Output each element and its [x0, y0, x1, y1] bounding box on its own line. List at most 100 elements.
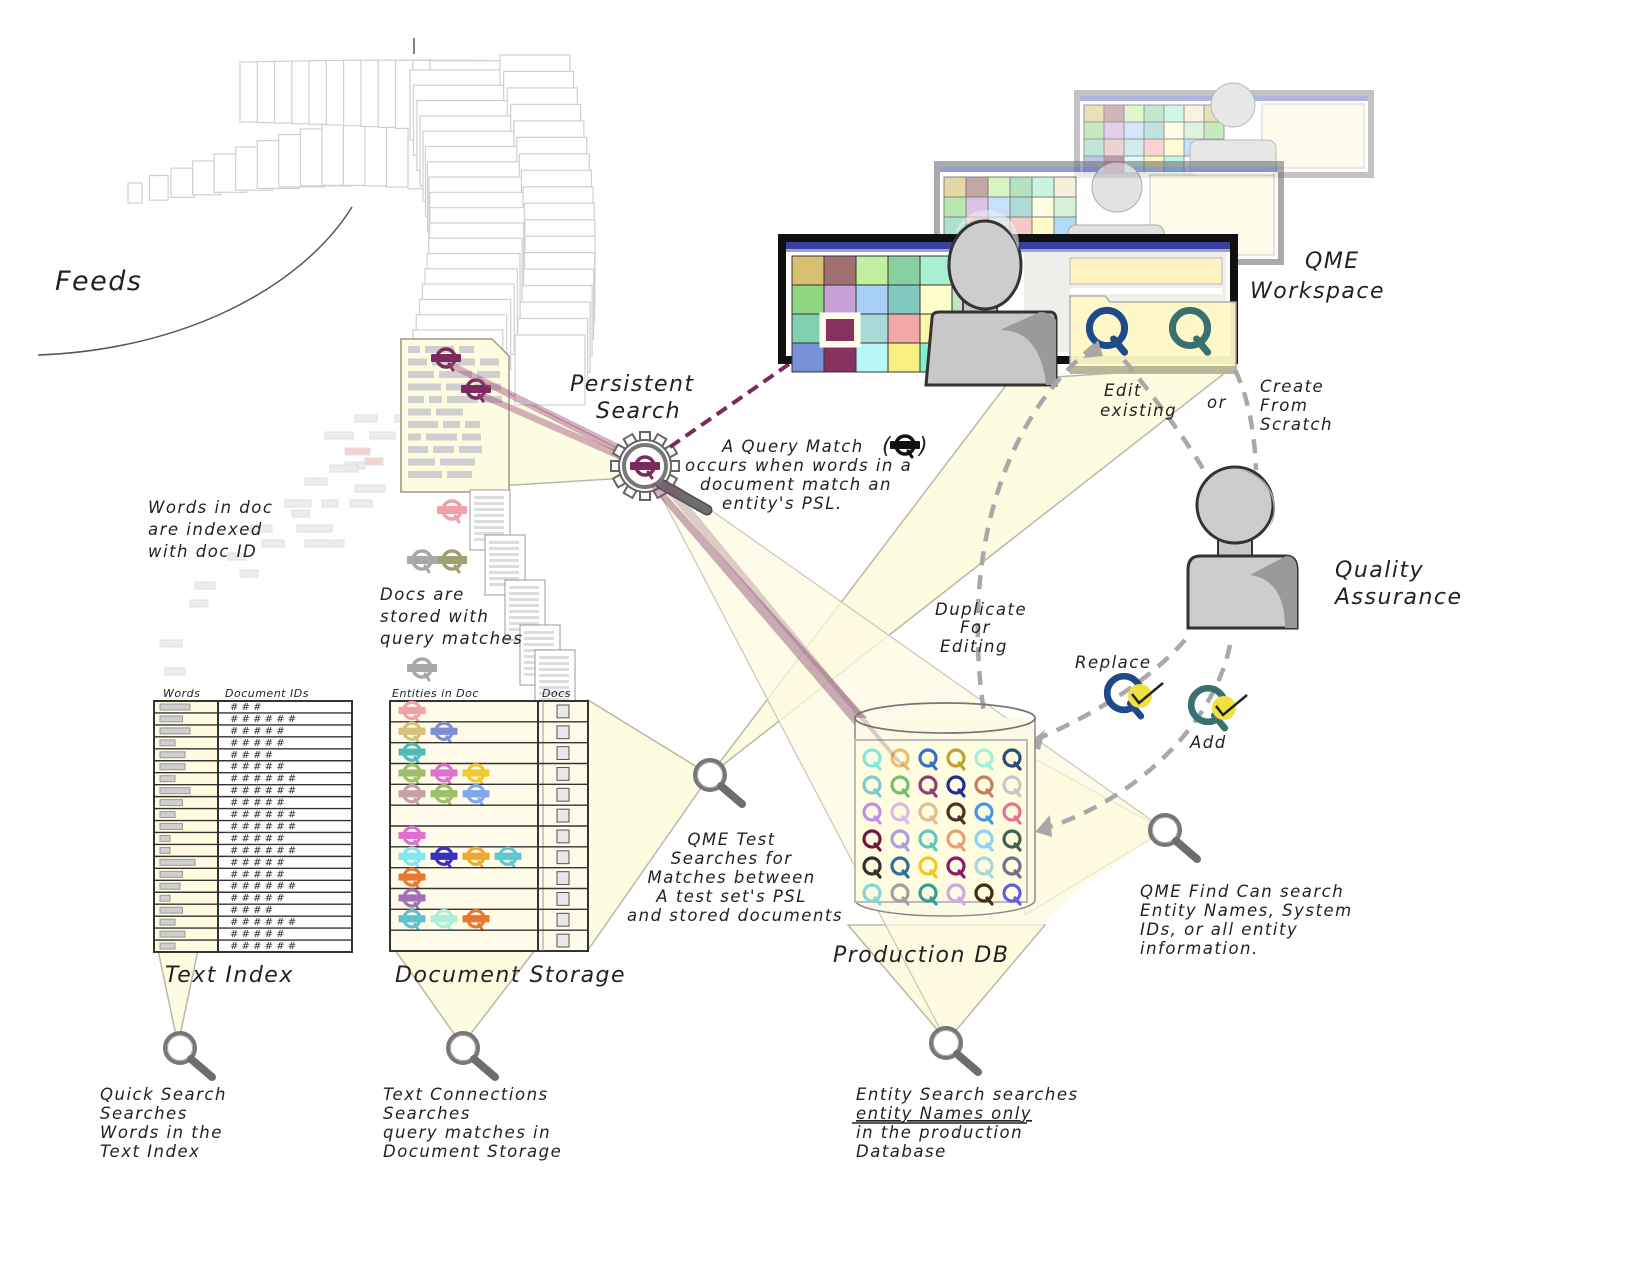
indexed-word — [159, 799, 183, 807]
text-line — [408, 446, 428, 453]
stored-doc-icon — [556, 871, 570, 886]
replace-label: Replace — [1075, 653, 1152, 672]
duplicate-for-editing-label: Duplicate For Editing — [935, 600, 1034, 656]
entity-cell — [1123, 138, 1145, 157]
document-id-list: # # # # # — [230, 762, 285, 773]
document-storage-label: Document Storage — [395, 963, 626, 988]
indexed-word — [159, 834, 171, 842]
word-fragment — [296, 524, 333, 533]
word-fragment — [354, 484, 386, 493]
or-label: or — [1207, 393, 1227, 412]
qme-find-magnifier-icon — [1150, 815, 1197, 859]
document-id-list: # # # # # — [230, 798, 285, 809]
entity-cell — [791, 313, 825, 344]
document-id-list: # # # # # # — [230, 881, 296, 892]
feed-page — [514, 334, 586, 406]
match-icon — [405, 657, 439, 682]
qme-workspace-label: QME Workspace — [1250, 249, 1385, 304]
entity-cell — [855, 342, 889, 373]
document-id-list: # # # # # — [230, 869, 285, 880]
text-line — [443, 421, 460, 428]
indexed-word — [159, 882, 181, 890]
word-fragment — [321, 499, 339, 508]
text-line — [480, 358, 499, 366]
word-fragment — [194, 581, 216, 590]
document-id-list: # # # — [230, 702, 262, 713]
document-id-list: # # # # # # — [230, 917, 296, 928]
quick-search-note: Quick Search Searches Words in the Text … — [100, 1085, 234, 1161]
text-index-table: Words Document IDs # # ## # # # # ## # #… — [153, 687, 353, 953]
entity-cell — [855, 284, 889, 315]
entity-cell — [1103, 121, 1125, 140]
entity-cell — [1143, 138, 1165, 157]
arrowhead — [1083, 340, 1103, 358]
word-fragment — [329, 464, 359, 473]
edit-existing-label: Edit existing — [1100, 381, 1177, 420]
document-id-list: # # # # # # — [230, 786, 296, 797]
indexed-word — [159, 739, 176, 747]
word-fragment — [291, 509, 311, 518]
word-fragment — [189, 599, 209, 608]
production-db-label: Production DB — [833, 943, 1009, 968]
entity-cell — [823, 255, 857, 286]
feeds-arc — [37, 206, 353, 356]
entity-cell — [1203, 121, 1225, 140]
text-line — [477, 371, 500, 378]
text-line — [408, 396, 424, 403]
indexed-word — [159, 942, 176, 950]
text-line — [465, 421, 480, 428]
document-storage-table: Entities in Doc Docs — [389, 687, 589, 952]
word-fragment — [261, 539, 285, 548]
indexed-word — [159, 763, 186, 771]
word-fragment — [329, 539, 345, 548]
stored-doc-icon — [556, 808, 570, 823]
word-fragment — [304, 477, 328, 486]
text-line — [426, 433, 457, 441]
text-line — [483, 396, 502, 403]
text-connections-magnifier-icon — [448, 1033, 495, 1077]
quality-assurance-label: Quality Assurance — [1333, 558, 1463, 610]
entity-cell — [1103, 138, 1125, 157]
indexed-word — [159, 703, 191, 711]
entity-cell — [919, 284, 953, 315]
qme-test-note: QME Test Searches for Matches between A … — [627, 830, 843, 925]
document-id-list: # # # # # — [230, 893, 285, 904]
entity-cell — [943, 196, 967, 218]
word-fragment — [354, 414, 378, 423]
indexed-word — [159, 918, 176, 926]
word-fragment — [369, 431, 396, 440]
stored-doc-icon — [556, 933, 570, 948]
word-fragment — [159, 639, 183, 648]
matched-document — [400, 338, 643, 493]
indexed-word — [159, 906, 183, 914]
indexed-word — [159, 858, 196, 866]
indexed-word-fragments — [159, 414, 416, 676]
feed-page — [170, 167, 195, 198]
entity-cell — [1123, 104, 1145, 123]
feed-page — [127, 182, 143, 204]
indexed-word — [159, 751, 186, 759]
svg-text:): ) — [917, 434, 929, 459]
document-id-list: # # # # # — [230, 929, 285, 940]
feeds-cascade: Feeds — [37, 38, 596, 406]
indexed-word — [159, 894, 171, 902]
text-line — [408, 383, 441, 391]
document-id-list: # # # # — [230, 750, 273, 761]
query-match-icon: ( ) — [882, 434, 929, 459]
entity-cell — [987, 176, 1011, 198]
indexed-word — [159, 870, 183, 878]
stored-doc-icon — [556, 767, 570, 781]
entity-cell — [1053, 176, 1077, 198]
qme-folder — [1069, 295, 1237, 373]
persistent-to-workspace-link — [668, 328, 840, 449]
text-line — [436, 408, 463, 416]
arrowhead — [1035, 815, 1052, 837]
document-id-list: # # # # # # — [230, 845, 296, 856]
document-id-list: # # # # # — [230, 833, 285, 844]
document-id-list: # # # # # # — [230, 774, 296, 785]
entity-cell — [1123, 121, 1145, 140]
entity-cell — [965, 176, 989, 198]
text-line — [408, 346, 420, 353]
text-line — [408, 458, 435, 466]
create-from-scratch-label: Create From Scratch — [1260, 377, 1333, 434]
